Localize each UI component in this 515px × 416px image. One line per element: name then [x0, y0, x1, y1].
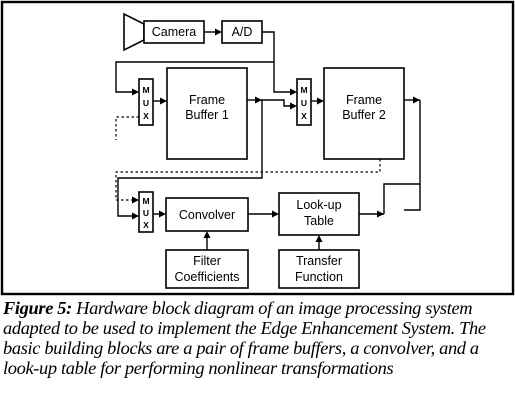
frame-buffer-1-label-line2: Buffer 1 — [185, 108, 229, 122]
transfer-function-label-line2: Function — [295, 270, 343, 284]
mux-1-letter-u: U — [143, 98, 149, 108]
convolver-label: Convolver — [179, 208, 235, 222]
mux-1: M U X — [138, 78, 154, 126]
connector-frame-buffer-2-to-mux3-dashed — [115, 159, 381, 204]
connector-frame-buffer-2-output — [404, 96, 420, 104]
figure-caption-text: Hardware block diagram of an image proce… — [3, 298, 486, 378]
connector-frame-buffer-1-output — [117, 96, 297, 220]
camera-block: Camera — [143, 20, 205, 44]
figure-caption-label: Figure 5: — [3, 298, 72, 318]
filter-coefficients-label-line2: Coefficients — [174, 270, 239, 284]
connector-mux1-to-frame-buffer-1 — [153, 97, 167, 105]
mux-3-letter-u: U — [143, 208, 149, 218]
mux-2: M U X — [296, 78, 312, 126]
frame-buffer-1-block: Frame Buffer 1 — [166, 67, 248, 160]
filter-coefficients-label-line1: Filter — [193, 254, 221, 268]
frame-buffer-2-label-line1: Frame — [346, 93, 382, 107]
connector-mux2-to-frame-buffer-2 — [311, 97, 324, 105]
connector-convolver-to-lookup-table — [248, 210, 279, 218]
lookup-table-block: Look-up Table — [278, 192, 360, 236]
mux-3-letter-x: X — [143, 220, 149, 230]
camera-lens-icon — [123, 12, 145, 52]
transfer-function-block: Transfer Function — [278, 249, 360, 289]
connector-feedback-to-mux1-dashed — [115, 116, 139, 140]
connector-mux3-to-convolver — [153, 210, 166, 218]
ad-converter-block: A/D — [221, 20, 263, 44]
mux-2-letter-m: M — [300, 85, 307, 95]
frame-buffer-1-label-line1: Frame — [189, 93, 225, 107]
mux-1-letter-x: X — [143, 111, 149, 121]
connector-ad-output — [115, 31, 297, 96]
mux-2-letter-u: U — [301, 98, 307, 108]
convolver-block: Convolver — [165, 197, 249, 232]
connector-camera-to-ad — [204, 28, 222, 36]
mux-1-letter-m: M — [142, 85, 149, 95]
mux-3-letter-m: M — [142, 196, 149, 206]
connector-filter-coefficients-to-convolver — [203, 231, 211, 250]
mux-2-letter-x: X — [301, 111, 307, 121]
lookup-table-label-line1: Look-up — [296, 198, 341, 212]
diagram-frame — [0, 0, 515, 296]
frame-buffer-2-block: Frame Buffer 2 — [323, 67, 405, 160]
figure-caption: Figure 5: Hardware block diagram of an i… — [3, 298, 513, 378]
transfer-function-label-line1: Transfer — [296, 254, 342, 268]
camera-label: Camera — [152, 25, 197, 39]
mux-3: M U X — [138, 191, 154, 233]
frame-buffer-2-label-line2: Buffer 2 — [342, 108, 386, 122]
connector-transfer-function-to-lookup-table — [315, 235, 323, 250]
connector-lookup-table-output — [359, 100, 421, 218]
ad-converter-label: A/D — [232, 25, 253, 39]
filter-coefficients-block: Filter Coefficients — [165, 249, 249, 289]
lookup-table-label-line2: Table — [304, 214, 334, 228]
